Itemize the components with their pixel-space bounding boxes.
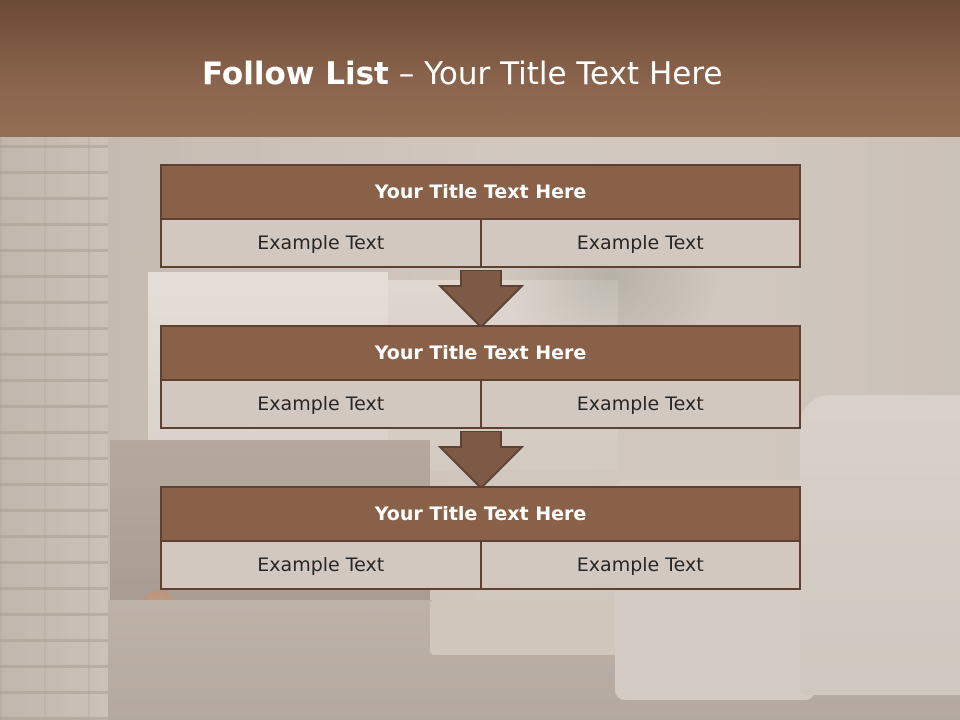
down-arrow-icon (438, 431, 524, 489)
sofa (800, 395, 960, 695)
rug (430, 600, 630, 655)
step-cell-left: Example Text (160, 542, 482, 590)
step-block-1: Your Title Text Here Example Text Exampl… (160, 164, 801, 268)
step-cell-right: Example Text (481, 381, 801, 429)
down-arrow-icon (438, 270, 524, 328)
step-title: Your Title Text Here (160, 325, 801, 381)
step-block-2: Your Title Text Here Example Text Exampl… (160, 325, 801, 429)
step-title: Your Title Text Here (160, 486, 801, 542)
slide-title-rest: – Your Title Text Here (388, 56, 723, 92)
step-cell-right: Example Text (481, 542, 801, 590)
step-cell-left: Example Text (160, 220, 482, 268)
slide-title: Follow List – Your Title Text Here (202, 56, 722, 92)
step-cell-left: Example Text (160, 381, 482, 429)
slide-title-bold: Follow List (202, 56, 389, 92)
title-banner: Follow List – Your Title Text Here (0, 0, 960, 137)
step-title: Your Title Text Here (160, 164, 801, 220)
stone-wall (0, 137, 108, 720)
step-cell-right: Example Text (481, 220, 801, 268)
step-block-3: Your Title Text Here Example Text Exampl… (160, 486, 801, 590)
